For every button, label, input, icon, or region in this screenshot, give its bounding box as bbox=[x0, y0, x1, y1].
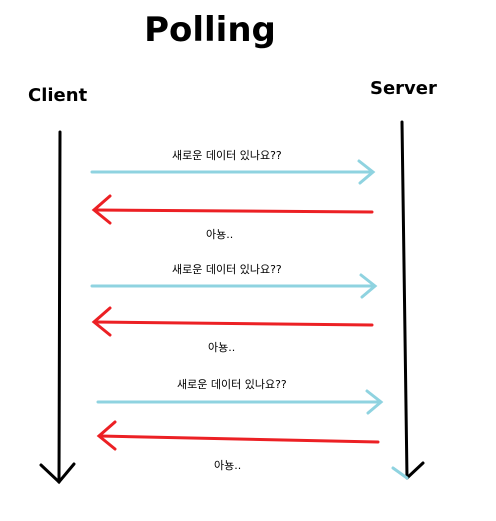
request-label-3: 새로운 데이터 있나요?? bbox=[177, 378, 287, 391]
client-lifeline bbox=[39, 130, 76, 485]
request-arrow-2 bbox=[90, 273, 378, 299]
request-arrow-1 bbox=[90, 159, 376, 185]
request-label-2: 새로운 데이터 있나요?? bbox=[172, 263, 282, 276]
request-arrow-3 bbox=[96, 389, 384, 415]
response-label-1: 아뇽.. bbox=[206, 228, 234, 241]
server-label: Server bbox=[370, 78, 437, 99]
server-lifeline bbox=[391, 120, 425, 480]
response-arrow-2 bbox=[91, 306, 374, 337]
response-label-2: 아뇽.. bbox=[208, 341, 236, 354]
request-label-1: 새로운 데이터 있나요?? bbox=[172, 149, 282, 162]
diagram-title: Polling bbox=[144, 10, 276, 50]
response-arrow-3 bbox=[96, 420, 380, 451]
response-arrow-1 bbox=[91, 194, 374, 225]
client-label: Client bbox=[28, 85, 88, 106]
response-label-3: 아뇽.. bbox=[214, 459, 242, 472]
